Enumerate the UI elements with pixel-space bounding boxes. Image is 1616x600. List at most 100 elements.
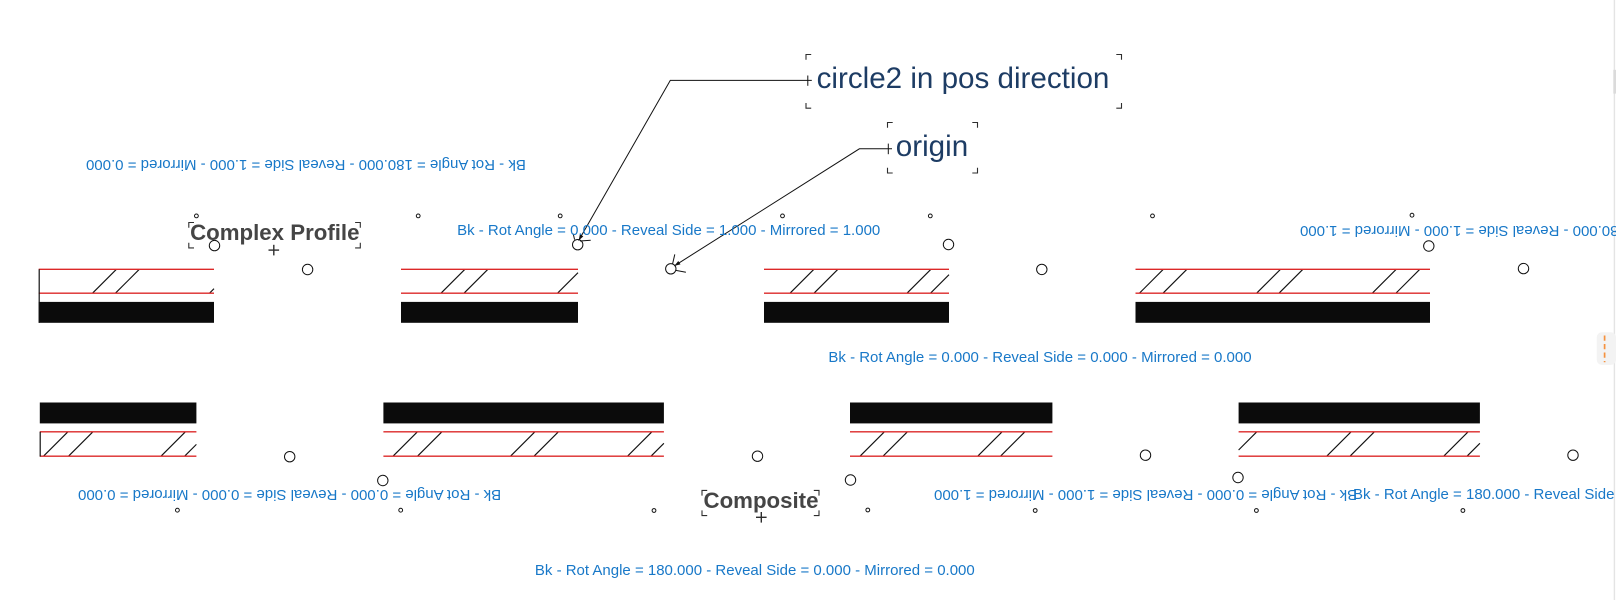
panel-handle[interactable] [1596,332,1616,365]
hatch-line [417,431,443,457]
complex-profile-row-profile-1[interactable] [38,268,215,323]
handle-point-circle[interactable] [398,507,404,513]
hatch-line [627,431,653,457]
scrollbar-thumb[interactable] [1613,69,1616,94]
handle-point-circle[interactable] [1460,508,1466,513]
reference-point[interactable] [942,238,955,251]
reference-point[interactable] [284,451,296,463]
reference-point-circle[interactable] [942,238,955,251]
composite-row-profile-3[interactable] [850,402,1053,457]
text-note-origin[interactable]: origin [895,129,969,163]
hatch-line [977,431,1003,457]
reference-point[interactable] [301,263,314,276]
parameter-label-bk-row2-right[interactable]: Bk - Rot Angle = 180.000 - Reveal Side [1353,485,1615,503]
reference-point[interactable] [751,450,764,462]
composite-row-profile-4[interactable] [1238,402,1481,457]
reference-point-circle[interactable] [208,239,221,252]
selection-bracket-corner [886,121,893,128]
reference-point-tick [672,254,676,265]
complex-profile-row-profile-2[interactable] [401,268,579,323]
reference-point-circle[interactable] [301,263,314,276]
handle-point-circle[interactable] [780,213,785,219]
text-note-circle2[interactable]: circle2 in pos direction [816,61,1110,95]
leader-circle2[interactable] [578,75,812,241]
reference-point[interactable] [1139,449,1152,461]
reference-point-circle[interactable] [1232,471,1244,484]
reference-point-circle[interactable] [284,451,296,463]
hatch-line [650,442,665,457]
reference-point-circle[interactable] [377,474,389,487]
reference-point[interactable] [1232,471,1244,484]
complex-profile-row-profile-3[interactable] [764,268,950,323]
selection-bracket-corner [188,221,194,228]
hatch-line [43,431,69,457]
parameter-label-bk-row1-mid[interactable]: Bk - Rot Angle = 0.000 - Reveal Side = 1… [457,222,881,239]
handle-point-circle[interactable] [557,213,563,219]
handle-point-circle[interactable] [415,213,421,219]
text-note-complex-profile-title[interactable]: Complex Profile [190,219,360,245]
hatch-line [930,274,950,294]
reference-point[interactable] [665,254,686,275]
selection-bracket-corner [701,489,708,496]
reference-point[interactable] [1036,263,1048,276]
selection-bracket-corner [355,221,361,228]
solid-bar [850,402,1053,424]
reference-point-circle[interactable] [751,450,764,462]
hatch-line [115,268,140,294]
hatch-line [882,431,908,457]
composite-row-profile-2[interactable] [383,402,665,457]
handle-point-circle[interactable] [865,507,871,513]
origin-cross-handle[interactable] [756,512,767,523]
reference-point-circle[interactable] [665,263,677,275]
hatch-line [533,431,559,457]
handle-point-circle[interactable] [1409,212,1415,218]
hatch-line [440,268,466,294]
selection-bracket-corner [701,510,708,517]
reference-point[interactable] [572,233,591,251]
handle-point-circle[interactable] [194,213,199,219]
selection-bracket-corner [355,242,361,249]
origin-cross-handle[interactable] [268,244,280,256]
reference-point-circle[interactable] [1423,240,1435,252]
reference-point-circle[interactable] [1517,262,1530,275]
reference-point[interactable] [1517,262,1530,275]
leader-origin[interactable] [674,143,892,267]
parameter-label-bk-row2-left[interactable]: Bk - Rot Angle = 0.000 - Reveal Side = 0… [77,486,501,503]
leader-line[interactable] [578,79,812,241]
leader-line[interactable] [674,148,892,267]
reference-point-circle[interactable] [1567,449,1579,461]
hatch-line [859,431,885,457]
hatch-line [510,431,536,457]
hatch-line [160,431,186,457]
reference-point[interactable] [377,474,389,487]
parameter-label-bk-row2-mid[interactable]: Bk - Rot Angle = 0.000 - Reveal Side = 1… [933,486,1357,503]
reference-point-circle[interactable] [1036,263,1048,276]
reference-point[interactable] [1567,449,1579,461]
handle-point-circle[interactable] [1254,508,1259,513]
leader-arrowhead [578,234,584,241]
parameter-label-bk-row2-below[interactable]: Bk - Rot Angle = 180.000 - Reveal Side =… [534,561,975,579]
handle-point-circle[interactable] [927,213,933,219]
handle-point-circle[interactable] [651,508,657,513]
parameter-label-bk-row1-right[interactable]: Bk - Rot Angle = 180.000 - Reveal Side =… [1300,222,1616,239]
handle-point-circle[interactable] [175,507,180,513]
hatch-line [1395,268,1421,294]
parameter-label-bk-row1-left[interactable]: Bk - Rot Angle = 180.000 - Reveal Side =… [86,156,527,174]
reference-point-circle[interactable] [572,239,584,251]
handle-point-circle[interactable] [1032,508,1038,513]
parameter-label-bk-row1-below[interactable]: Bk - Rot Angle = 0.000 - Reveal Side = 0… [828,349,1252,367]
hatch-line [1162,268,1188,294]
reference-point[interactable] [844,474,857,486]
composite-row-profile-1[interactable] [39,402,197,457]
leader-arrowhead [674,261,681,266]
reference-point[interactable] [208,239,221,252]
text-note-composite-title[interactable]: Composite [703,488,819,514]
handle-point-circle[interactable] [1150,213,1155,219]
complex-profile-row-profile-4[interactable] [1135,268,1431,323]
reference-point-circle[interactable] [844,474,857,486]
hatch-line [68,431,94,457]
reference-point[interactable] [1423,240,1435,252]
reference-point-circle[interactable] [1139,449,1152,461]
